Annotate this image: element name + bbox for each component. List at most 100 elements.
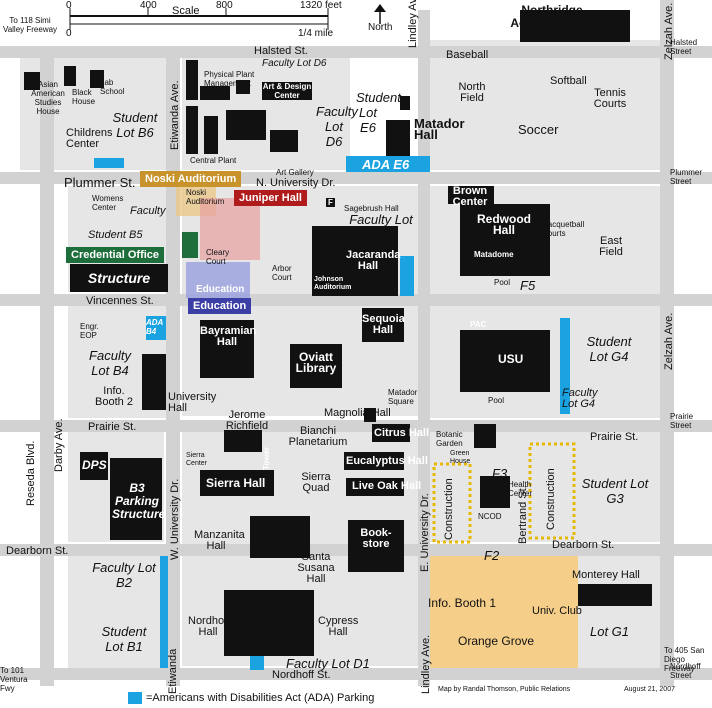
bldg-redwood: Redwood Hall	[477, 212, 531, 237]
freeway-405: To 405 San Diego Freeway	[664, 646, 705, 673]
lot-d6: Faculty Lot D6	[316, 104, 358, 149]
bldg-north-field: North Field	[458, 81, 486, 104]
lot-f2: F2	[484, 548, 500, 563]
bldg-info-booth-1: Info. Booth 1	[428, 596, 497, 610]
bldg-sierra-quad: Sierra Quad	[301, 471, 331, 494]
bldg-live-oak: Live Oak Hall	[352, 480, 422, 492]
street-halsted-right: Halsted Street	[670, 38, 698, 56]
bldg-eucalyptus: Eucalyptus Hall	[346, 455, 428, 467]
bldg-green-house: Green House	[450, 450, 471, 465]
bldg-matadome: Matadome	[474, 250, 514, 259]
street-lindley-top: Lindley Ave.	[407, 0, 419, 48]
bldg-sierra-hall: Sierra Hall	[206, 476, 266, 490]
scale-title: Scale	[172, 5, 200, 17]
lot-ada-b4: ADA B4	[146, 318, 164, 336]
bldg-orange-grove: Orange Grove	[458, 634, 535, 648]
street-n-university: N. University Dr.	[256, 177, 336, 189]
street-prairie-east: Prairie St.	[590, 431, 639, 443]
legend-ada: =Americans with Disabilities Act (ADA) P…	[146, 692, 375, 704]
bldg-tower: Tower	[262, 447, 271, 470]
lot-b2: Faculty Lot B2	[92, 560, 156, 590]
lot-e5: Faculty Lot E5	[349, 212, 413, 242]
bldg-northridge-academy: Northridge Academy High School	[510, 3, 594, 43]
bldg-ncod: NCOD	[478, 512, 502, 521]
bldg-art-design: Art & Design Center	[262, 82, 312, 100]
lot-b3: B3 Parking Structure	[112, 481, 166, 521]
bldg-manzanita: Manzanita Hall	[194, 529, 245, 552]
lot-b4: Faculty Lot B4	[89, 348, 131, 378]
street-darby: Darby Ave.	[53, 418, 65, 472]
bldg-east-field: East Field	[599, 235, 623, 258]
scale-800: 800	[216, 0, 233, 11]
construction-box-2	[528, 442, 576, 540]
juniper-highlight	[200, 198, 260, 260]
bldg-physical-plant: Physical Plant Management	[204, 70, 255, 88]
lot-faculty-g4: Faculty Lot G4	[562, 387, 598, 410]
bldg-univ-club: Univ. Club	[532, 605, 582, 617]
bldg-arbor-court: Arbor Court	[272, 264, 292, 282]
bldg-magnolia: Magnolia Hall	[324, 407, 391, 419]
lot-f5: F5	[520, 278, 536, 293]
bldg-pac: PAC	[470, 320, 487, 329]
bldg-black-house: Black House	[72, 88, 96, 106]
education-highlight	[186, 262, 250, 298]
street-zelzah-mid: Zelzah Ave.	[663, 312, 675, 370]
bldg-cleary-court: Cleary Court	[206, 248, 230, 266]
bldg-monterey: Monterey Hall	[572, 569, 640, 581]
bldg-noski-small: Noski Auditorium	[186, 188, 225, 206]
bldg-oviatt: Oviatt Library	[295, 350, 337, 375]
bldg-asian-american: Asian American Studies House	[31, 80, 65, 116]
bldg-childrens-center: Childrens Center	[66, 127, 113, 150]
bldg-johnson: Johnson Auditorium	[314, 276, 352, 291]
bldg-engr-eop: Engr. EOP	[80, 322, 99, 340]
education-badge: Education	[188, 298, 252, 314]
bldg-citrus: Citrus Hall	[374, 427, 430, 439]
education-small-label: Education	[196, 284, 245, 295]
bldg-art-gallery: Art Gallery	[276, 168, 314, 177]
bldg-tennis-courts: Tennis Courts	[593, 87, 627, 110]
bldg-brown-center: Brown Center	[452, 185, 488, 208]
street-prairie: Prairie St.	[88, 421, 137, 433]
scale-1320: 1320 feet	[300, 0, 342, 11]
street-lindley-bottom: Lindley Ave.	[420, 634, 432, 694]
ada-parking	[94, 156, 570, 704]
scale-mile: 1/4 mile	[298, 28, 334, 39]
bldg-sierra-center: Sierra Center	[186, 452, 208, 467]
street-etiwanda-bottom: Etiwanda	[167, 648, 179, 694]
bldg-usu: USU	[498, 352, 524, 366]
lot-b5: Student B5	[88, 229, 143, 241]
bldg-matador-hall: Matador Hall	[414, 116, 465, 142]
construction-label-1: Construction	[443, 478, 455, 540]
noski-badge: Noski Auditorium	[140, 171, 242, 187]
bldg-nordhoff-hall: Nordhoff Hall	[188, 615, 230, 638]
scale-0: 0	[66, 0, 72, 11]
bldg-jerome-richfield: Jerome Richfield Hall	[225, 409, 269, 443]
lot-structure: Structure	[70, 264, 168, 292]
credential-badge: Credential Office	[66, 247, 165, 263]
orange-grove-area	[430, 556, 578, 668]
bldg-womens-center: Womens Center	[92, 194, 124, 212]
bldg-pool-2: Pool	[488, 396, 505, 405]
bldg-pool-1: Pool	[494, 278, 511, 287]
street-reseda: Reseda Blvd.	[25, 440, 37, 506]
north-arrow-icon	[374, 4, 386, 24]
bldg-dps: DPS	[82, 458, 107, 472]
lot-d6-top: Faculty Lot D6	[262, 58, 327, 69]
bldg-sequoia: Sequoia Hall	[362, 313, 405, 336]
lot-b6: Student Lot B6	[112, 110, 158, 140]
street-zelzah-top: Zelzah Ave.	[663, 2, 675, 60]
scale-bar	[69, 8, 329, 30]
lot-f3: F3	[492, 466, 508, 481]
bldg-sagebrush: Sagebrush Hall	[344, 204, 399, 213]
scale-400: 400	[140, 0, 157, 11]
bldg-jacaranda: Jacaranda Hall	[346, 249, 401, 272]
bldg-baseball: Baseball	[446, 49, 489, 61]
bldg-bookstore: Book- store	[360, 527, 392, 550]
bldg-soccer: Soccer	[518, 122, 559, 137]
street-etiwanda-top: Etiwanda Ave.	[169, 80, 181, 150]
lot-e6: Student Lot E6	[356, 90, 401, 135]
construction-box-1	[432, 462, 472, 544]
bldg-santa-susana: Santa Susana Hall	[297, 551, 335, 585]
lot-faculty-b5: Faculty	[130, 205, 166, 217]
bldg-racquetball: Racquetball Courts	[542, 220, 585, 238]
